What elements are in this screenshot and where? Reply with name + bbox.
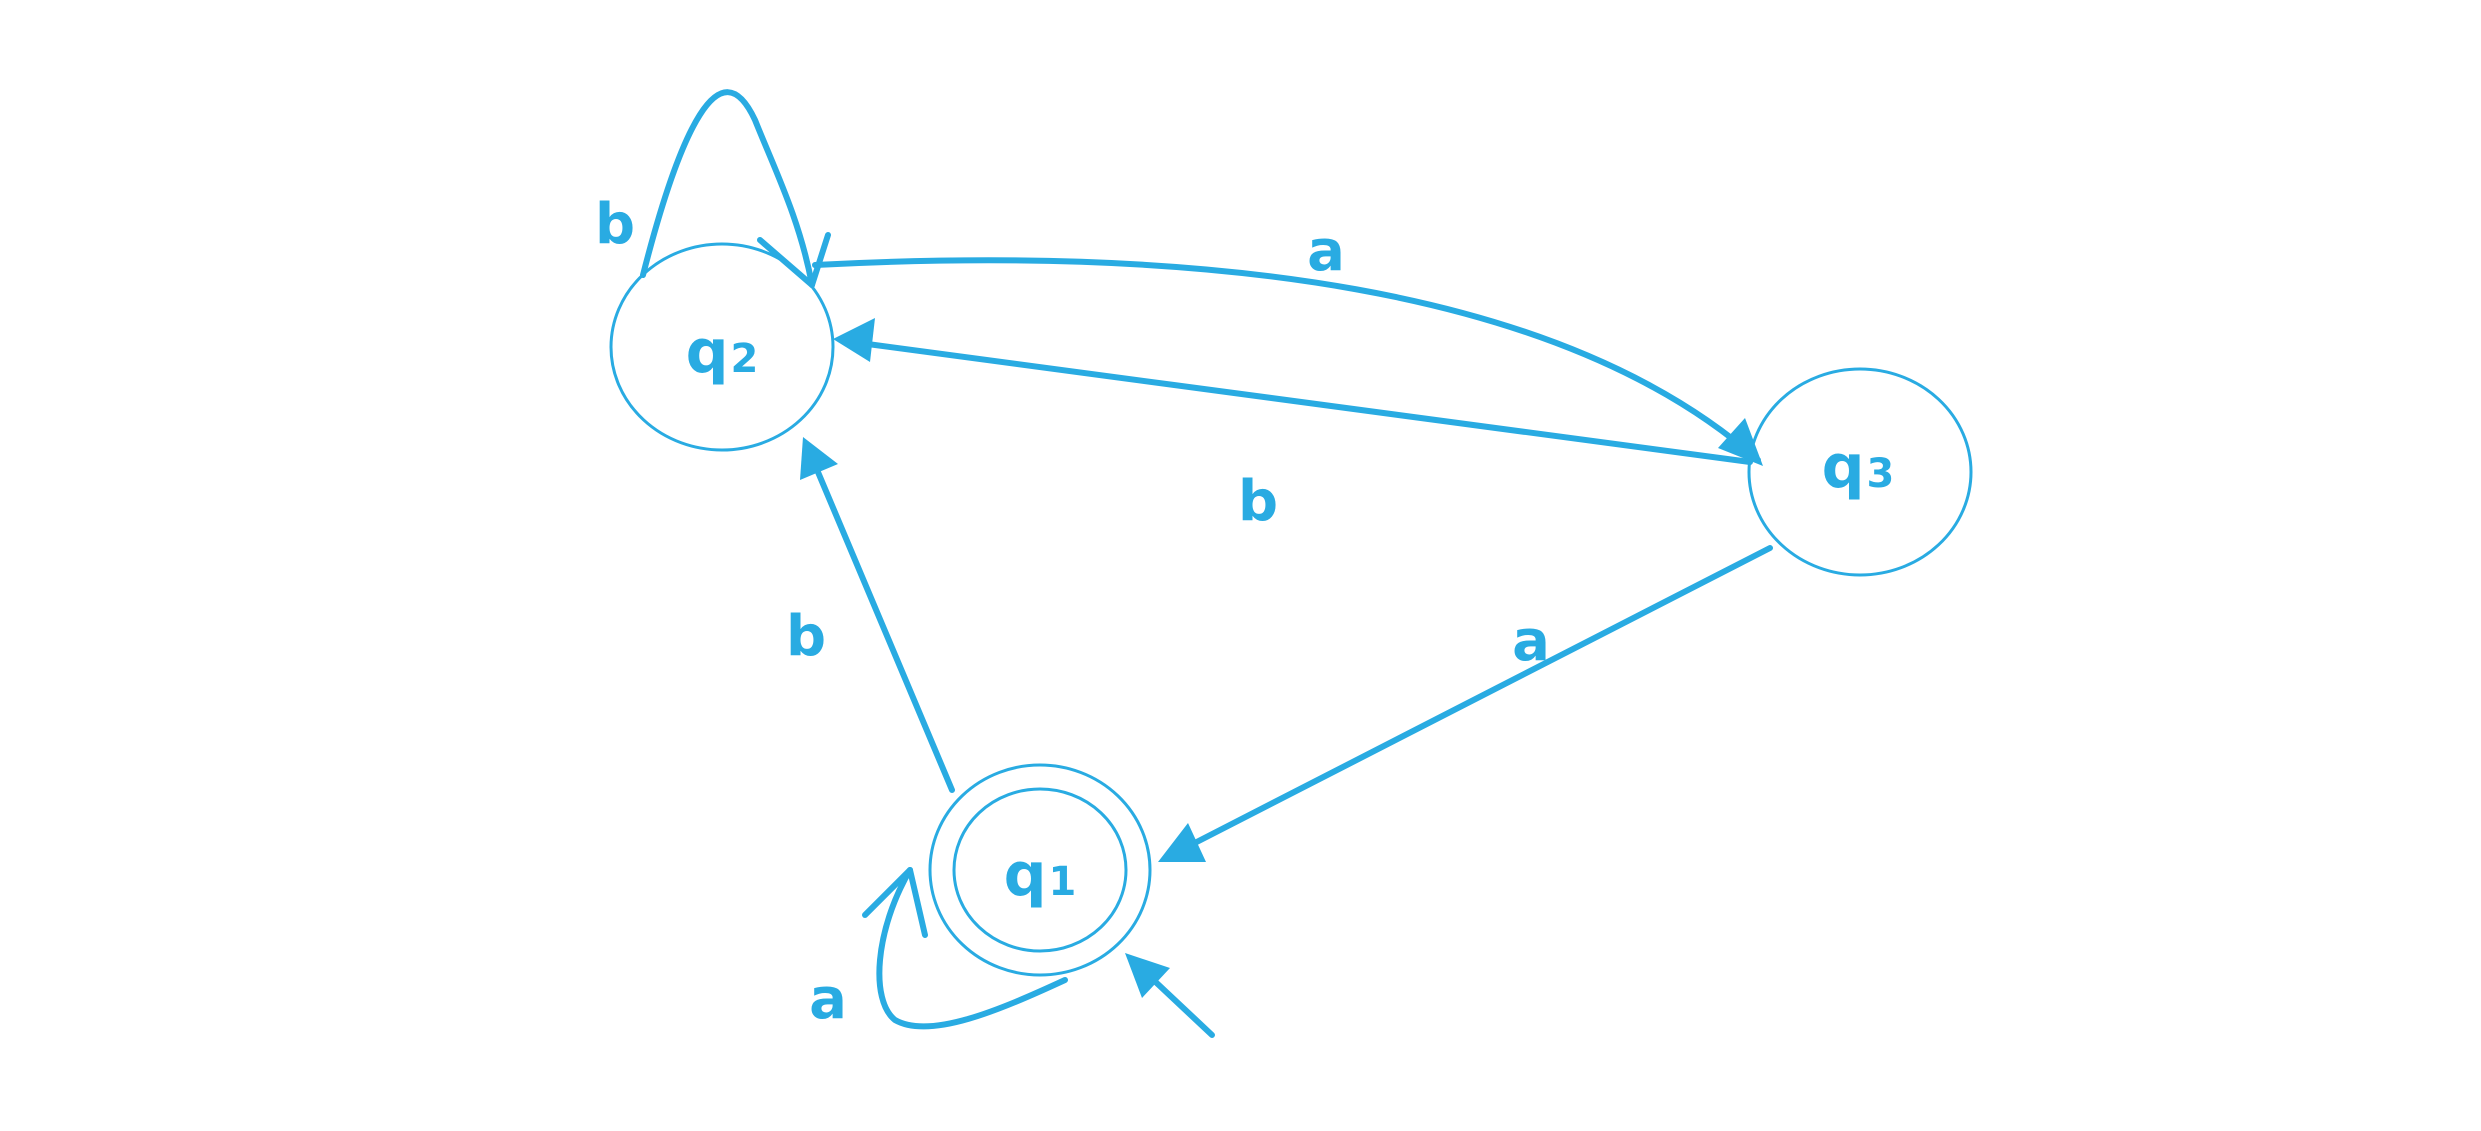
state-q2-circle bbox=[609, 242, 835, 452]
transition-q1-to-q2: b bbox=[786, 437, 955, 793]
state-q2-label: q2 bbox=[686, 317, 759, 387]
transition-q2-self-loop: b bbox=[595, 89, 831, 288]
state-q3-circle bbox=[1747, 367, 1973, 577]
transition-label-q1-to-q2: b bbox=[786, 604, 826, 669]
transition-label-q3-to-q1: a bbox=[1512, 609, 1550, 674]
state-q2: q2 bbox=[609, 242, 835, 452]
transition-label-q1-self: a bbox=[809, 967, 847, 1032]
state-q1-inner-circle bbox=[952, 787, 1128, 953]
initial-state-arrow bbox=[1125, 953, 1215, 1038]
transition-q3-to-q1: a bbox=[1158, 545, 1773, 862]
state-q3: q3 bbox=[1747, 367, 1973, 577]
transition-label-q3-to-q2: b bbox=[1238, 469, 1278, 534]
state-q1-label: q1 bbox=[1004, 840, 1077, 910]
state-q1: q1 bbox=[928, 763, 1152, 977]
transition-q2-to-q3: a bbox=[812, 219, 1763, 466]
transition-label-q2-self: b bbox=[595, 192, 635, 257]
transition-q3-to-q2: b bbox=[833, 318, 1753, 534]
state-q1-outer-circle bbox=[928, 763, 1152, 977]
state-q3-label: q3 bbox=[1822, 432, 1895, 502]
transition-q1-self-loop: a bbox=[809, 867, 1068, 1032]
transition-label-q2-to-q3: a bbox=[1307, 219, 1345, 284]
